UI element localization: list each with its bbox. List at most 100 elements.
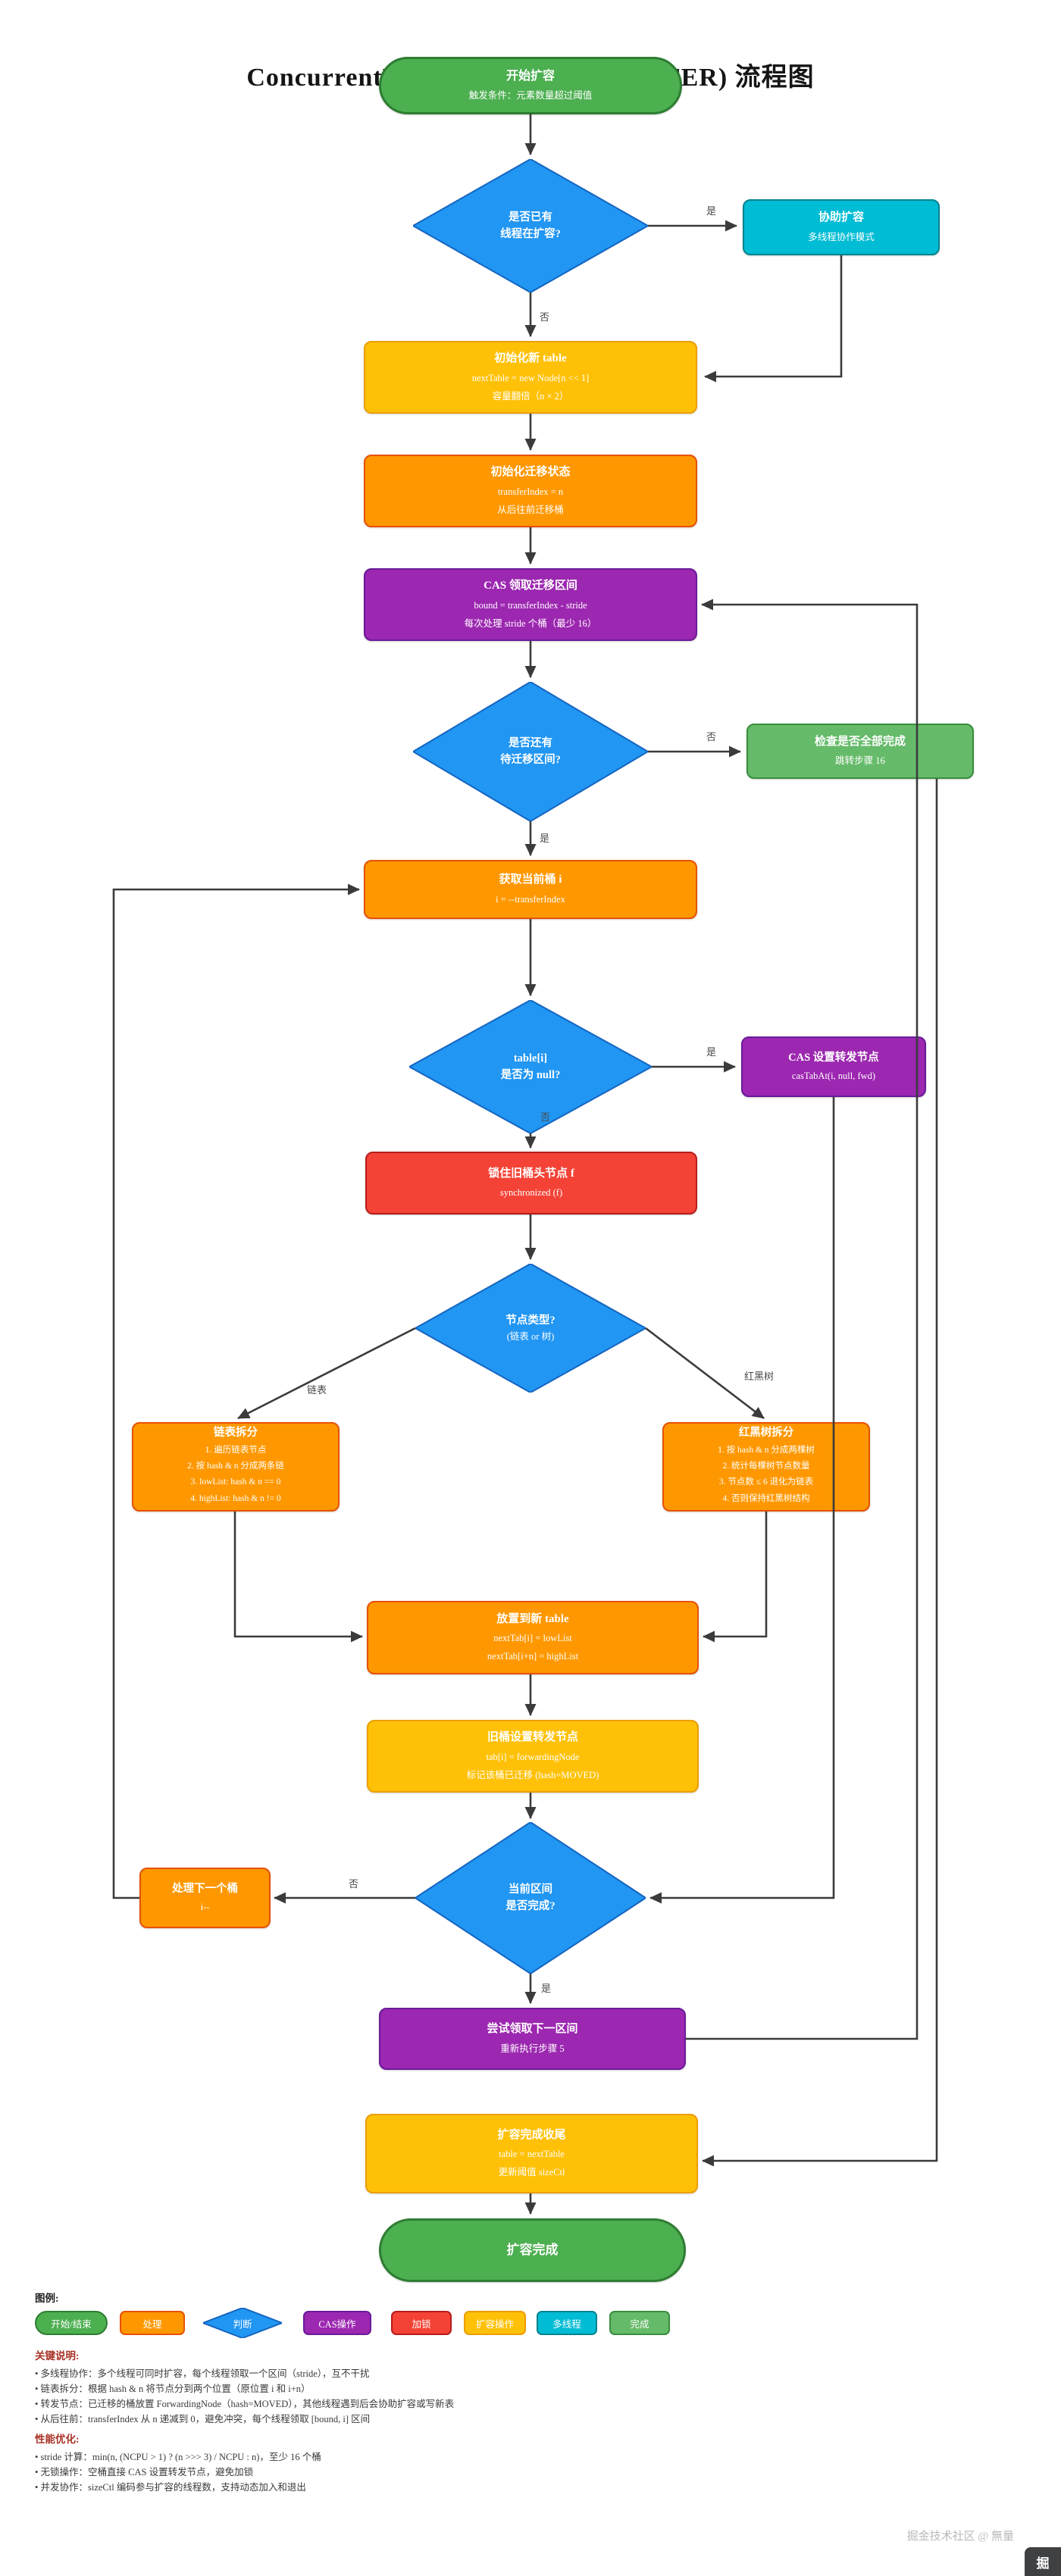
node-tree-split-item: 4. 否则保持红黑树结构 [722, 1493, 810, 1503]
decision-range-done: 当前区间是否完成? [415, 1822, 646, 1974]
node-place-new-table-line2: nextTab[i+n] = highList [487, 1651, 579, 1662]
decision-table-null-line2: 是否为 null? [500, 1069, 561, 1081]
node-old-forward: 旧桶设置转发节点 tab[i] = forwardingNode 标记该桶已迁移… [367, 1720, 699, 1793]
juejin-logo-glyph: 掘 [1036, 2556, 1050, 2571]
node-cas-forward: CAS 设置转发节点 casTabAt(i, null, fwd) [741, 1036, 926, 1097]
legend-item-multithread: 多线程 [537, 2311, 597, 2335]
node-init-table-title: 初始化新 table [494, 352, 567, 365]
edge-label-yes: 是 [706, 205, 717, 217]
perf-notes: 性能优化: • stride 计算：min(n, (NCPU > 1) ? (n… [35, 2431, 906, 2495]
node-cas-claim-line2: 每次处理 stride 个桶（最少 16） [464, 617, 597, 629]
node-init-state-line1: transferIndex = n [497, 486, 564, 497]
legend-caption: 图例: [35, 2293, 59, 2304]
key-note-item: • 从后往前：transferIndex 从 n 递减到 0，避免冲突，每个线程… [35, 2414, 371, 2424]
edge-label-yes: 是 [541, 1983, 552, 1994]
watermark-text: 掘金技术社区 @ 無量 [906, 2531, 1014, 2543]
legend-item-start-end: 开始/结束 [35, 2311, 108, 2335]
node-init-table-line1: nextTable = new Node[n << 1] [471, 372, 590, 383]
juejin-logo-badge: 掘 [1025, 2547, 1061, 2576]
node-list-split-item: 4. highList: hash & n != 0 [190, 1493, 281, 1503]
legend-item-cas: CAS操作 [303, 2311, 371, 2335]
edge-label-no: 否 [349, 1878, 359, 1890]
node-end: 扩容完成 [379, 2218, 686, 2282]
edge-label-no: 否 [706, 731, 717, 742]
node-init-table-line2: 容量翻倍（n × 2） [492, 390, 569, 402]
node-init-table: 初始化新 table nextTable = new Node[n << 1] … [364, 341, 697, 414]
edge-label-no: 否 [540, 311, 550, 323]
node-assist-sub: 多线程协作模式 [808, 231, 875, 242]
decision-thread-expanding: 是否已有线程在扩容? [413, 159, 648, 292]
node-finish-cleanup-line1: table = nextTable [499, 2149, 565, 2160]
node-finish-cleanup-line2: 更新阈值 sizeCtl [498, 2167, 565, 2178]
legend-item-lock: 加锁 [391, 2311, 452, 2335]
node-start-title: 开始扩容 [505, 69, 555, 83]
node-list-split-item: 1. 遍历链表节点 [205, 1445, 267, 1455]
node-place-new-table-title: 放置到新 table [496, 1612, 569, 1625]
node-start: 开始扩容 触发条件：元素数量超过阈值 [379, 57, 682, 114]
decision-table-null: table[i] 是否为 null? [409, 1000, 652, 1133]
node-next-bucket-title: 处理下一个桶 [172, 1882, 238, 1895]
decision-table-null-line1: table[i] [513, 1052, 548, 1064]
decision-range-done-line2: 是否完成? [505, 1900, 556, 1912]
node-try-next-range: 尝试领取下一区间 重新执行步骤 5 [379, 2008, 686, 2070]
node-init-state-title: 初始化迁移状态 [490, 466, 571, 479]
decision-more-ranges: 是否还有待迁移区间? [413, 682, 648, 821]
key-note-item: • 转发节点：已迁移的桶放置 ForwardingNode（hash=MOVED… [35, 2399, 455, 2409]
decision-node-type: 节点类型? (链表 or 树) [415, 1264, 646, 1393]
key-notes: 关键说明: • 多线程协作：多个线程可同时扩容，每个线程领取一个区间（strid… [35, 2347, 906, 2427]
edge-label-yes: 是 [540, 833, 550, 844]
node-try-next-range-title: 尝试领取下一区间 [487, 2023, 578, 2036]
decision-more-ranges-line1: 是否还有 [509, 736, 552, 749]
node-start-sub: 触发条件：元素数量超过阈值 [468, 90, 593, 102]
node-list-split-title: 链表拆分 [214, 1427, 258, 1440]
node-place-new-table: 放置到新 table nextTab[i] = lowList nextTab[… [367, 1601, 699, 1674]
node-get-bucket: 获取当前桶 i i = --transferIndex [364, 860, 697, 919]
node-old-forward-line1: tab[i] = forwardingNode [486, 1751, 580, 1762]
node-list-split-item: 3. lowList: hash & n == 0 [190, 1477, 281, 1487]
node-check-all-done: 检查是否全部完成 跳转步骤 16 [746, 724, 974, 779]
legend-item-expand: 扩容操作 [464, 2311, 526, 2335]
decision-more-ranges-line2: 待迁移区间? [500, 754, 561, 766]
node-cas-claim: CAS 领取迁移区间 bound = transferIndex - strid… [364, 568, 697, 641]
node-init-state-line2: 从后往前迁移桶 [497, 504, 564, 515]
node-get-bucket-title: 获取当前桶 i [499, 874, 562, 886]
node-finish-cleanup-title: 扩容完成收尾 [497, 2128, 566, 2141]
perf-notes-title: 性能优化: [35, 2434, 80, 2445]
edge-label-no: 否 [540, 1111, 551, 1123]
node-old-forward-title: 旧桶设置转发节点 [487, 1731, 578, 1744]
decision-thread-expanding-line1: 是否已有 [509, 211, 552, 224]
key-note-item: • 链表拆分：根据 hash & n 将节点分到两个位置（原位置 i 和 i+n… [35, 2384, 311, 2394]
node-place-new-table-line1: nextTab[i] = lowList [493, 1633, 572, 1644]
decision-thread-expanding-line2: 线程在扩容? [500, 228, 561, 240]
perf-note-item: • stride 计算：min(n, (NCPU > 1) ? (n >>> 3… [35, 2452, 321, 2462]
edge-label-list: 链表 [307, 1384, 327, 1396]
node-next-bucket-sub: i-- [200, 1902, 210, 1913]
decision-node-type-line2: (链表 or 树) [506, 1330, 555, 1342]
node-init-state: 初始化迁移状态 transferIndex = n 从后往前迁移桶 [364, 455, 697, 527]
node-list-split: 链表拆分 1. 遍历链表节点 2. 按 hash & n 分成两条链 3. lo… [132, 1422, 340, 1512]
key-notes-title: 关键说明: [35, 2350, 80, 2362]
node-end-title: 扩容完成 [506, 2243, 559, 2258]
key-note-item: • 多线程协作：多个线程可同时扩容，每个线程领取一个区间（stride），互不干… [35, 2368, 370, 2379]
decision-node-type-line1: 节点类型? [505, 1315, 556, 1327]
node-try-next-range-sub: 重新执行步骤 5 [500, 2043, 565, 2054]
node-cas-claim-title: CAS 领取迁移区间 [484, 580, 577, 592]
edge-label-tree: 红黑树 [744, 1371, 775, 1382]
node-old-forward-line2: 标记该桶已迁移 (hash=MOVED) [466, 1769, 599, 1780]
node-tree-split-item: 1. 按 hash & n 分成两棵树 [718, 1445, 815, 1455]
node-cas-forward-title: CAS 设置转发节点 [788, 1051, 879, 1064]
node-tree-split-item: 2. 统计每棵树节点数量 [722, 1462, 810, 1471]
node-get-bucket-sub: i = --transferIndex [496, 893, 565, 905]
legend-item-process: 处理 [120, 2311, 185, 2335]
node-check-all-done-title: 检查是否全部完成 [814, 735, 906, 748]
node-finish-cleanup: 扩容完成收尾 table = nextTable 更新阈值 sizeCtl [365, 2114, 698, 2193]
perf-note-item: • 并发协作：sizeCtl 编码参与扩容的线程数，支持动态加入和退出 [35, 2482, 306, 2493]
node-cas-claim-line1: bound = transferIndex - stride [474, 599, 587, 611]
node-assist-title: 协助扩容 [818, 211, 864, 224]
node-assist-expand: 协助扩容 多线程协作模式 [743, 199, 940, 255]
node-tree-split: 红黑树拆分 1. 按 hash & n 分成两棵树 2. 统计每棵树节点数量 3… [662, 1422, 870, 1512]
node-next-bucket: 处理下一个桶 i-- [139, 1868, 271, 1928]
node-tree-split-item: 3. 节点数 ≤ 6 退化为链表 [718, 1477, 814, 1487]
node-lock-head-sub: synchronized (f) [499, 1187, 563, 1199]
